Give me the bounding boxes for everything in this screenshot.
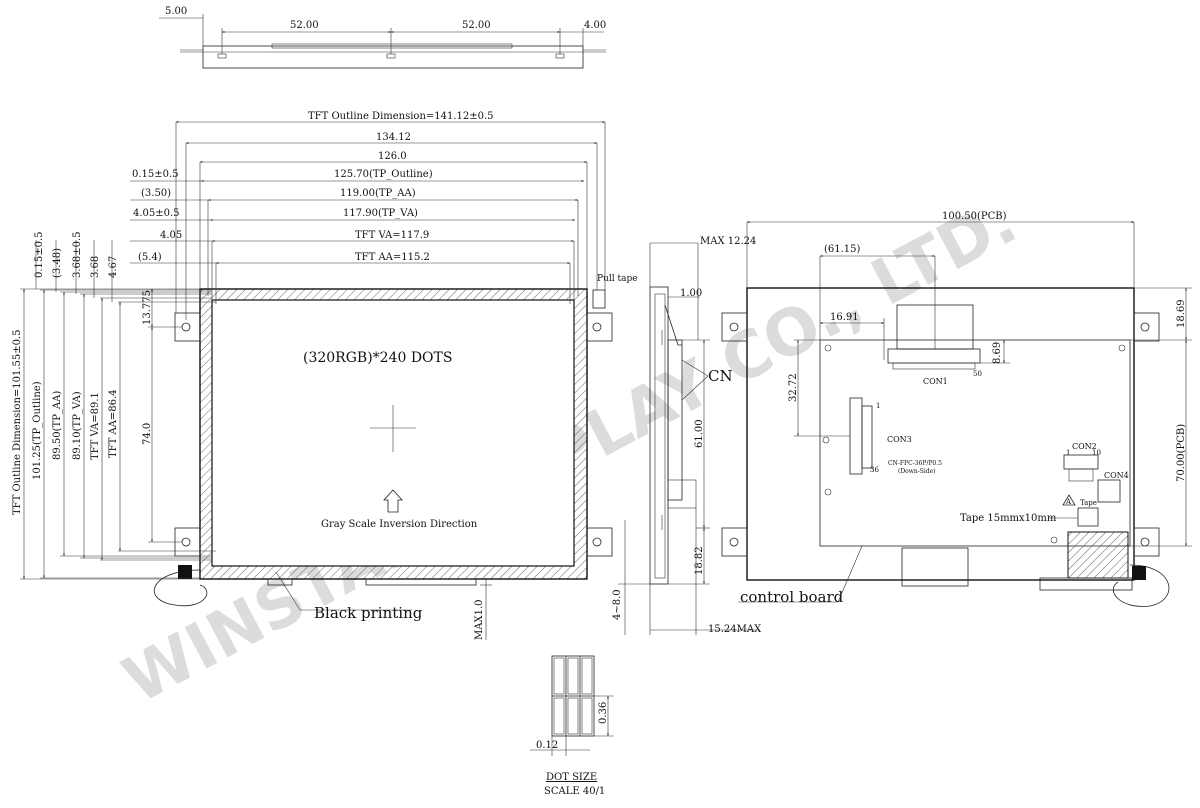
dim-134: 134.12 <box>376 132 411 143</box>
con2-pin1: 1 <box>1066 449 1070 457</box>
dim-tft-va-width: TFT VA=117.9 <box>355 230 429 241</box>
dim-tp-aa: 119.00(TP_AA) <box>340 188 416 199</box>
dim-869: 8.69 <box>992 342 1003 364</box>
dim-1691: 16.91 <box>830 312 859 323</box>
side-max-top: MAX 12.24 <box>700 236 756 247</box>
con3-pin36: 36 <box>870 466 879 474</box>
top-dim-52-left: 52.00 <box>290 20 319 31</box>
pcb-width-label: 100.50(PCB) <box>942 211 1007 222</box>
dim-tp-outline: 125.70(TP_Outline) <box>334 169 433 180</box>
dim-tft-outline-width: TFT Outline Dimension=141.12±0.5 <box>308 111 494 122</box>
con2-pin10: 10 <box>1092 449 1101 457</box>
con3-label: CON3 <box>887 435 912 444</box>
dot-dim-012: 0.12 <box>536 740 558 751</box>
con3-pin1: 1 <box>876 402 880 410</box>
dot-size-scale: SCALE 40/1 <box>544 786 605 797</box>
dim-tp-va: 117.90(TP_VA) <box>343 208 418 219</box>
top-offset-015: 0.15±0.5 <box>34 231 45 278</box>
dim-tp-va-height: 89.10(TP_VA) <box>72 391 83 460</box>
cn-label: CN <box>708 367 733 385</box>
dim-tft-aa-height: TFT AA=86.4 <box>108 389 119 458</box>
dim-1869: 18.69 <box>1176 299 1187 328</box>
side-dim-48: 4~8.0 <box>612 589 623 620</box>
con2-label: CON2 <box>1072 442 1097 451</box>
gray-scale-label: Gray Scale Inversion Direction <box>321 519 478 530</box>
top-view: 5.00 52.00 52.00 4.00 <box>159 6 606 69</box>
side-dim-100: 1.00 <box>680 288 702 299</box>
black-printing-label: Black printing <box>314 604 423 622</box>
top-offset-368: 3.68 <box>90 256 101 278</box>
dot-dim-036: 0.36 <box>598 702 609 724</box>
top-dim-52-right: 52.00 <box>462 20 491 31</box>
dim-74: 74.0 <box>142 423 153 445</box>
top-offset-368-tol: 3.68±0.5 <box>72 231 83 278</box>
con1-pin: 50 <box>973 370 982 378</box>
offset-405: 4.05 <box>160 230 182 241</box>
resolution-label: (320RGB)*240 DOTS <box>303 350 452 366</box>
marker-a: A <box>1065 498 1072 506</box>
offset-015: 0.15±0.5 <box>132 169 179 180</box>
dim-126: 126.0 <box>378 151 407 162</box>
con3-note1: CN-FPC-36P/P0.5 <box>888 460 942 467</box>
con4-label: CON4 <box>1104 471 1129 480</box>
pcb-height-label: 70.00(PCB) <box>1176 424 1187 482</box>
side-dim-1882: 18.82 <box>694 546 705 575</box>
dim-tp-aa-height: 89.50(TP_AA) <box>52 391 63 460</box>
dot-size-detail: 0.36 0.12 DOT SIZE SCALE 40/1 <box>530 655 614 797</box>
back-view: CON1 50 CON3 1 36 CN-FPC-36P/P0.5 (Down-… <box>721 211 1192 606</box>
max-1-label: MAX1.0 <box>474 600 485 640</box>
side-dim-61: 61.00 <box>694 419 705 448</box>
top-dim-4: 4.00 <box>584 20 606 31</box>
dim-tft-va-height: TFT VA=89.1 <box>90 392 101 460</box>
side-view: MAX 12.24 1.00 CN 61.00 18.82 4~8.0 15.2… <box>612 236 762 635</box>
dim-13775: 13.775 <box>142 290 153 325</box>
offset-405-tol: 4.05±0.5 <box>133 208 180 219</box>
pull-tape-label: Pull tape <box>597 274 638 284</box>
dim-tft-aa-width: TFT AA=115.2 <box>355 252 430 263</box>
control-board-label: control board <box>740 588 844 606</box>
dim-6115: (61.15) <box>824 244 861 255</box>
dot-size-title: DOT SIZE <box>546 772 597 783</box>
top-offset-348: (3.48) <box>52 248 63 278</box>
tape-size-label: Tape 15mmx10mm <box>960 513 1057 524</box>
tape-label: Tape <box>1080 499 1097 507</box>
front-view: Pull tape (320RGB)*240 DOTS Gray Scale I… <box>12 111 1170 640</box>
offset-54: (5.4) <box>138 252 162 263</box>
dim-3272: 32.72 <box>788 373 799 402</box>
top-offset-467: 4.67 <box>108 256 119 278</box>
dim-tft-outline-height: TFT Outline Dimension=101.55±0.5 <box>12 329 23 515</box>
top-dim-5: 5.00 <box>165 6 187 17</box>
con1-label: CON1 <box>923 377 948 386</box>
offset-350: (3.50) <box>141 188 171 199</box>
con3-note2: (Down-Side) <box>898 468 936 475</box>
dim-tp-outline-height: 101.25(TP_Outline) <box>32 381 43 480</box>
side-bottom-max: 15.24MAX <box>708 624 762 635</box>
